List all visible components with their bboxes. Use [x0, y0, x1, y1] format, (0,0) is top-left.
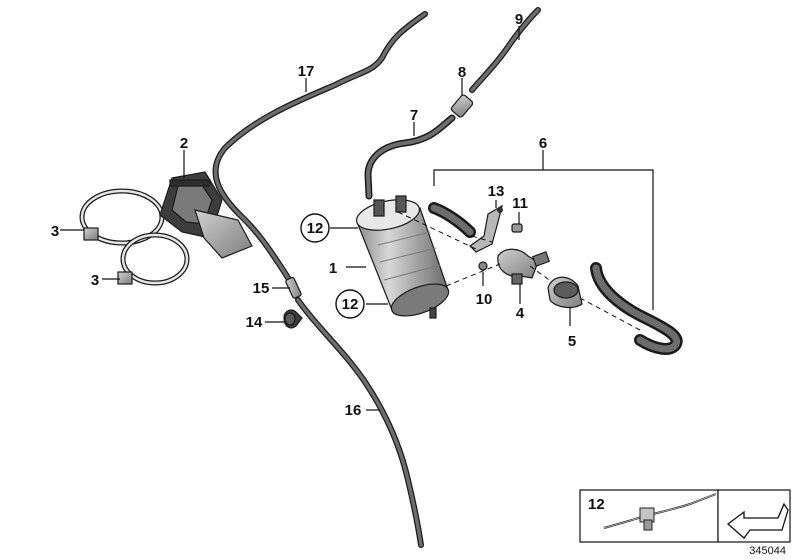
group-6-bracket	[433, 150, 654, 310]
label-14: 14	[246, 314, 263, 331]
bracket-13	[469, 204, 503, 253]
inset-label-12: 12	[588, 496, 605, 513]
label-16: 16	[345, 402, 362, 419]
cable-tie-icon	[603, 493, 717, 531]
label-3-upper: 3	[51, 223, 59, 240]
label-17: 17	[298, 63, 315, 80]
label-11: 11	[512, 195, 528, 212]
hose-piece-13	[428, 202, 476, 238]
label-8: 8	[458, 64, 466, 81]
connector-15	[285, 276, 302, 299]
valve-4	[497, 248, 551, 285]
bracket-2	[159, 171, 253, 259]
label-2: 2	[180, 135, 188, 152]
hose-6	[590, 262, 683, 355]
elbow-14	[283, 309, 303, 329]
label-4: 4	[516, 305, 525, 322]
label-13: 13	[488, 183, 505, 200]
label-12-upper: 12	[307, 220, 324, 237]
label-3-lower: 3	[91, 272, 99, 289]
label-7: 7	[410, 107, 418, 124]
nut-10	[478, 261, 488, 271]
connector-8	[450, 94, 474, 118]
hose-16	[295, 297, 424, 548]
clamp-3-lower	[117, 232, 190, 286]
label-6: 6	[539, 135, 547, 152]
screw-11	[511, 223, 523, 233]
inset-panel: 12	[579, 489, 791, 543]
label-9: 9	[515, 11, 523, 28]
label-15: 15	[253, 280, 270, 297]
reference-number: 345044	[749, 545, 786, 557]
label-12-lower: 12	[342, 296, 359, 313]
hose-17	[212, 11, 428, 287]
cap-5	[547, 276, 583, 309]
label-10: 10	[476, 291, 493, 308]
assembly-lines	[397, 211, 641, 331]
label-12-circle-lower	[335, 289, 365, 319]
label-12-circle-upper	[300, 213, 330, 243]
hose-7	[364, 114, 456, 200]
label-5: 5	[568, 333, 576, 350]
arrow-icon	[726, 502, 789, 539]
leader-lines	[60, 26, 571, 411]
canister-1	[355, 195, 450, 319]
label-1: 1	[329, 260, 337, 277]
hose-9	[469, 7, 541, 93]
